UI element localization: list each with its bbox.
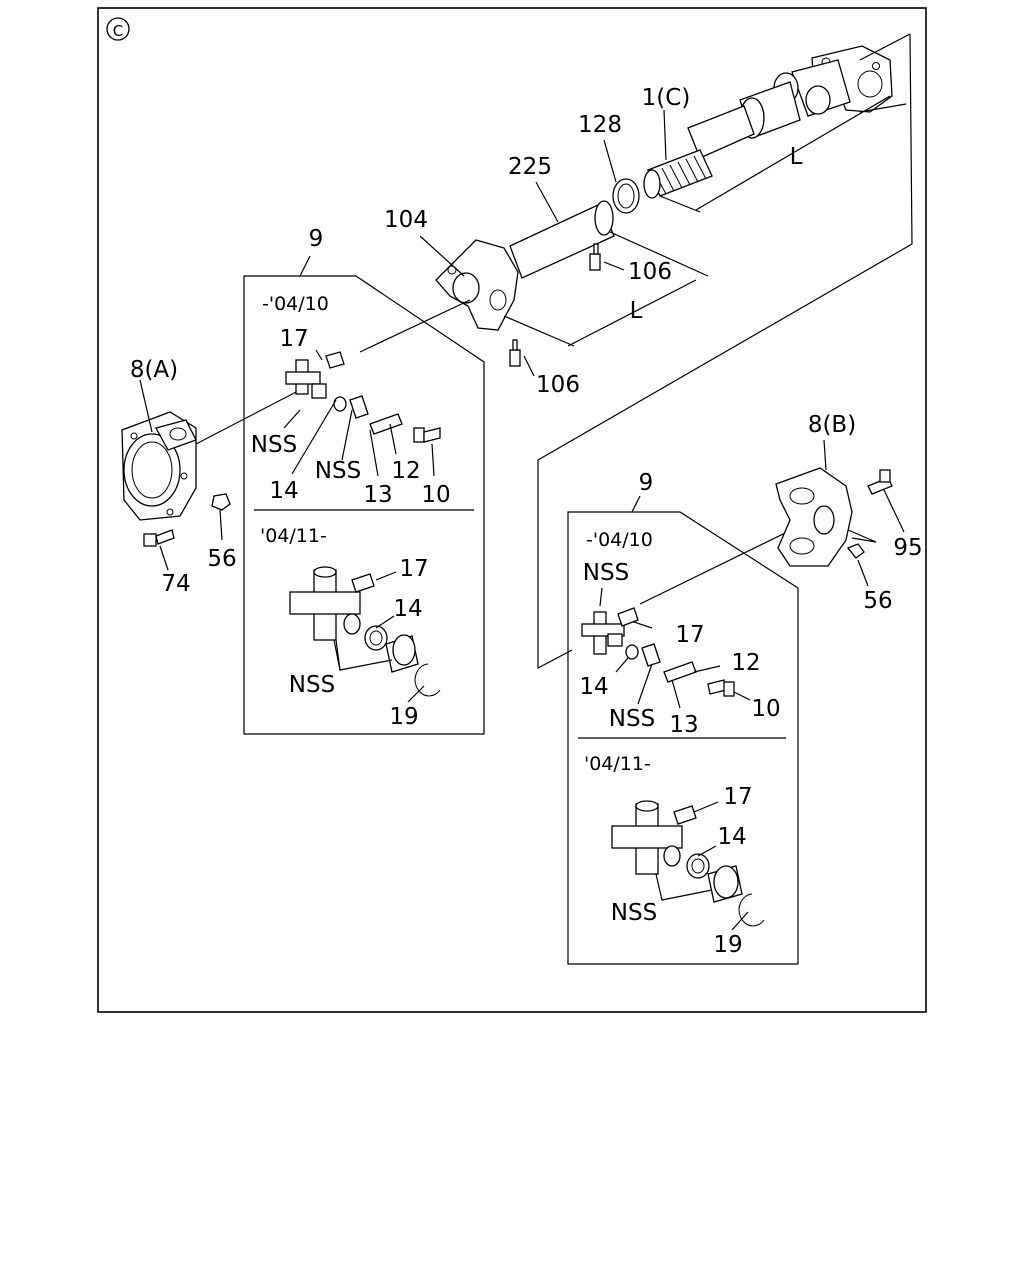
left-label-nss-b: NSS — [315, 458, 361, 484]
left-grease-fitting-17-new — [351, 573, 375, 593]
left-period-bottom: '04/11- — [260, 525, 327, 547]
shaft-tube — [509, 200, 615, 279]
flange-yoke-8b — [775, 467, 853, 567]
section-marker-letter: C — [113, 22, 123, 40]
flange-yoke-8a — [121, 411, 197, 521]
right-label-13: 13 — [669, 712, 698, 738]
right-label-19: 19 — [713, 932, 742, 958]
right-grease-fitting-17-new — [673, 805, 697, 825]
right-bearing-14-old — [625, 644, 639, 660]
label-106-bottom: 106 — [536, 372, 580, 398]
right-label-14-new: 14 — [717, 824, 746, 850]
right-spider-new — [611, 800, 683, 875]
right-plate-12 — [663, 661, 697, 683]
right-label-nss-b: NSS — [609, 706, 655, 732]
left-label-19: 19 — [389, 704, 418, 730]
left-label-12: 12 — [391, 458, 420, 484]
left-bearing-14-old — [333, 396, 347, 412]
right-label-nss-new: NSS — [611, 900, 657, 926]
label-8b: 8(B) — [808, 412, 856, 438]
right-cup-nss-new — [707, 865, 743, 903]
slip-yoke — [773, 59, 851, 117]
splined-shaft — [643, 149, 713, 199]
right-label-12: 12 — [731, 650, 760, 676]
dust-seal — [612, 178, 640, 214]
left-kit-box — [243, 255, 485, 735]
left-label-nss-a: NSS — [251, 432, 297, 458]
label-56-right: 56 — [863, 588, 892, 614]
right-grease-fitting-17 — [617, 607, 639, 627]
nut-56-left — [211, 493, 231, 511]
left-label-nss-new: NSS — [289, 672, 335, 698]
left-cup-nss-new — [385, 634, 419, 673]
left-bolt-10 — [413, 427, 441, 443]
label-104: 104 — [384, 207, 428, 233]
right-cup-nss-old — [641, 643, 661, 667]
left-label-14-new: 14 — [393, 596, 422, 622]
bolt-95 — [867, 469, 893, 495]
right-label-17-new: 17 — [723, 784, 752, 810]
right-period-bottom: '04/11- — [584, 753, 651, 775]
right-spider-old — [581, 611, 625, 655]
right-label-10: 10 — [751, 696, 780, 722]
right-snap-ring-19 — [738, 893, 765, 927]
label-8a: 8(A) — [130, 357, 178, 383]
label-L-mid: L — [630, 298, 643, 324]
left-label-10: 10 — [421, 482, 450, 508]
bolt-74 — [143, 529, 175, 547]
label-225: 225 — [508, 154, 552, 180]
left-spider-new — [289, 566, 361, 641]
right-label-17: 17 — [675, 622, 704, 648]
label-56-left: 56 — [207, 546, 236, 572]
label-9-left: 9 — [309, 226, 324, 252]
label-128: 128 — [578, 112, 622, 138]
section-marker: C — [106, 17, 130, 41]
nut-56-right — [846, 543, 865, 559]
right-kit-box — [567, 495, 799, 965]
right-label-nss-a: NSS — [583, 560, 629, 586]
main-shaft-assembly — [435, 45, 893, 367]
left-snap-ring-19 — [414, 663, 441, 697]
left-label-17: 17 — [279, 326, 308, 352]
label-1c: 1(C) — [642, 85, 691, 111]
right-bolt-10 — [707, 679, 735, 697]
label-106-top: 106 — [628, 259, 672, 285]
left-grease-fitting-17 — [325, 351, 345, 369]
left-spider-old — [285, 359, 327, 399]
grease-fitting-bottom — [509, 339, 521, 367]
left-bearing-14-new — [364, 625, 388, 651]
grease-fitting-top — [589, 243, 601, 271]
left-cup-nss-old — [349, 395, 369, 419]
left-plate-12 — [369, 413, 403, 435]
left-period-top: -'04/10 — [262, 293, 329, 315]
right-period-top: -'04/10 — [586, 529, 653, 551]
left-label-17-new: 17 — [399, 556, 428, 582]
label-74: 74 — [161, 571, 190, 597]
label-L-top: L — [790, 144, 803, 170]
right-bearing-14-new — [686, 853, 710, 879]
sleeve-tube — [687, 81, 801, 159]
diagram-frame — [97, 7, 927, 1013]
label-9-right: 9 — [639, 470, 654, 496]
left-label-14: 14 — [269, 478, 298, 504]
left-label-13: 13 — [363, 482, 392, 508]
label-95: 95 — [893, 535, 922, 561]
weld-yoke — [435, 239, 519, 331]
right-label-14: 14 — [579, 674, 608, 700]
